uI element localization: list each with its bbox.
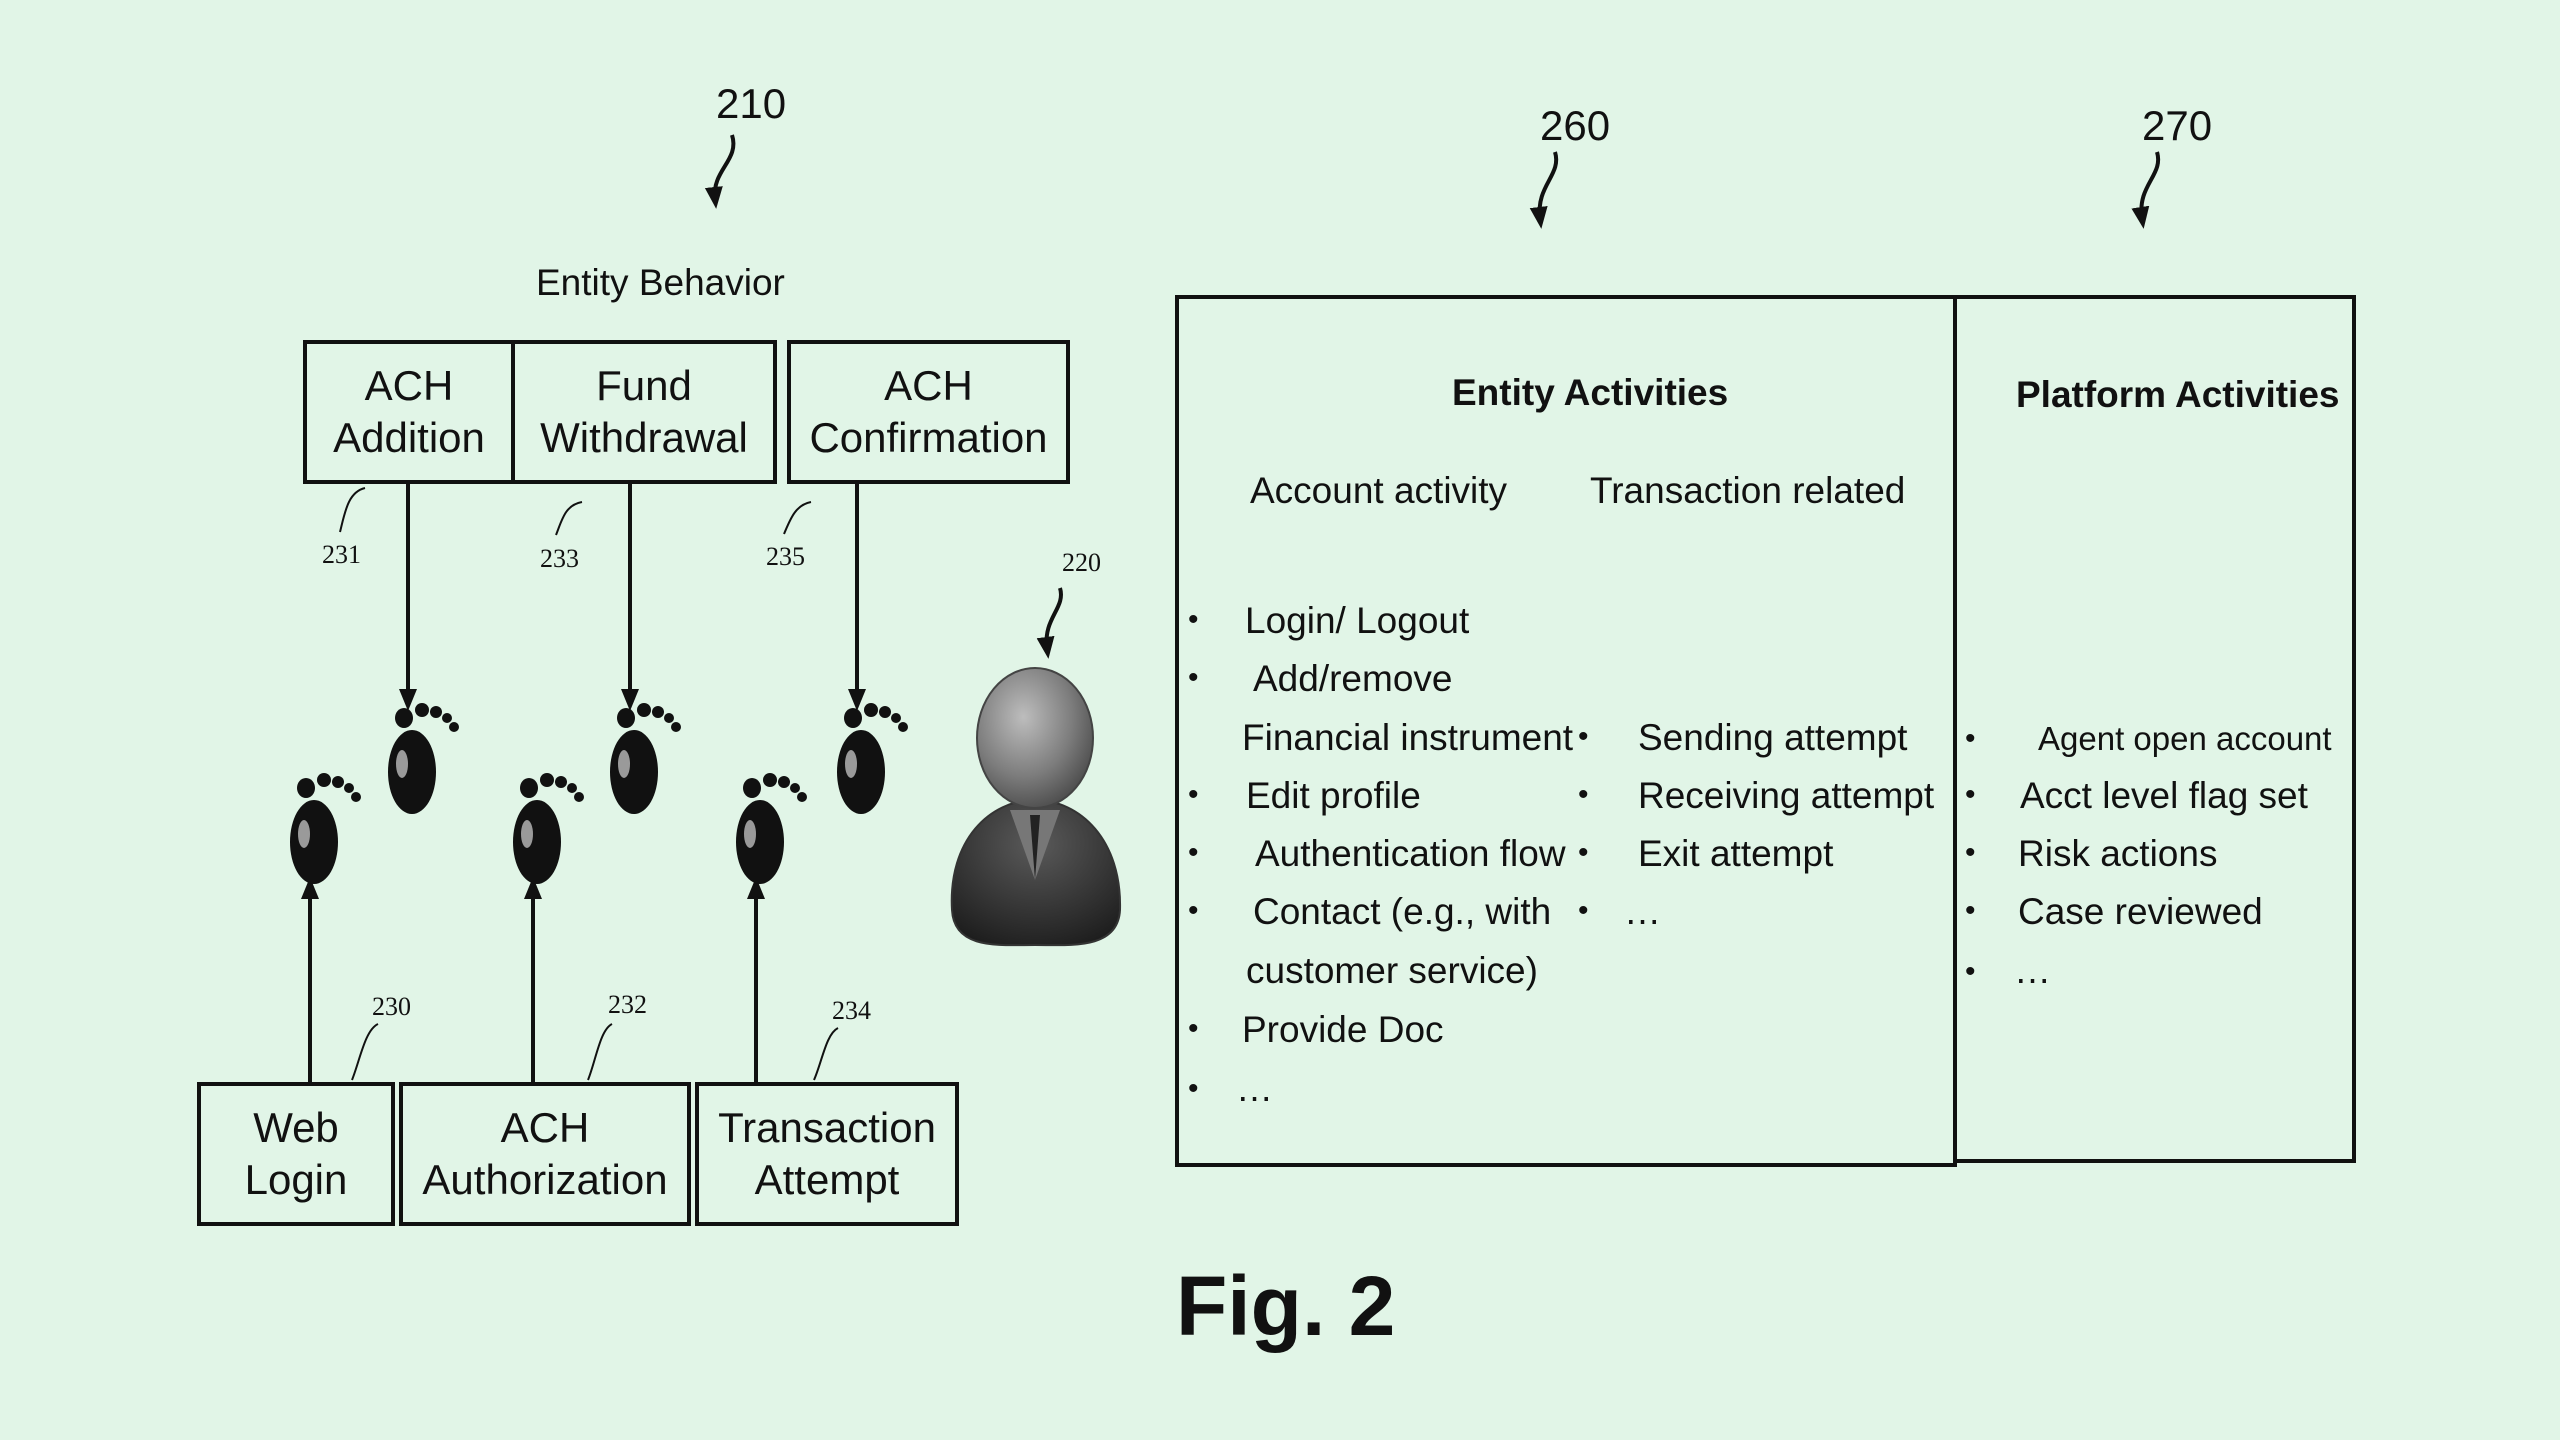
transaction-attempt-line2: Attempt — [754, 1156, 900, 1203]
ach-addition-line2: Addition — [333, 414, 485, 461]
leader-233 — [555, 501, 583, 536]
bullet: • — [1188, 1072, 1199, 1105]
list-item: Agent open account — [2038, 720, 2332, 757]
ach-authorization-line1: ACH — [500, 1104, 590, 1151]
fund-withdrawal-line1: Fund — [596, 362, 692, 409]
list-item: Provide Doc — [1242, 1009, 1444, 1050]
bullet: • — [1188, 603, 1199, 636]
ach-confirmation-line2: Confirmation — [809, 414, 1048, 461]
bullet: • — [1965, 955, 1976, 988]
ach-addition-box: ACH Addition — [303, 340, 515, 484]
account-activity-header: Account activity — [1250, 470, 1508, 511]
bullet: • — [1188, 661, 1199, 694]
transaction-related-header: Transaction related — [1590, 470, 1906, 511]
ref-235: 235 — [766, 542, 805, 571]
bullet: • — [1965, 778, 1976, 811]
ach-authorization-line2: Authorization — [422, 1156, 668, 1203]
footprint-icon-1 — [388, 703, 459, 814]
leader-234 — [813, 1027, 839, 1081]
list-item: Acct level flag set — [2020, 775, 2308, 816]
ref-arrow-270 — [2131, 151, 2161, 229]
bullet: • — [1578, 778, 1589, 811]
bullet: • — [1188, 778, 1199, 811]
ach-authorization-box: ACH Authorization — [399, 1082, 691, 1226]
ref-260: 260 — [1540, 102, 1611, 149]
ref-231: 231 — [322, 540, 361, 569]
list-item: customer service) — [1246, 950, 1538, 991]
list-item: Sending attempt — [1638, 717, 1908, 758]
leader-230 — [351, 1023, 379, 1081]
ref-arrow-220 — [1036, 587, 1063, 659]
ref-234: 234 — [832, 996, 871, 1025]
footprint-icon-3 — [837, 703, 908, 814]
bullet: • — [1965, 894, 1976, 927]
bullet: • — [1188, 1012, 1199, 1045]
ref-233: 233 — [540, 544, 579, 573]
figure-label: Fig. 2 — [1176, 1259, 1396, 1353]
list-item: … — [2014, 950, 2051, 991]
footprint-icon-5 — [513, 773, 584, 884]
list-item: Edit profile — [1246, 775, 1421, 816]
ref-220: 220 — [1062, 548, 1101, 577]
bullet: • — [1578, 720, 1589, 753]
bullet: • — [1578, 894, 1589, 927]
bullet: • — [1188, 894, 1199, 927]
footprint-icon-4 — [290, 773, 361, 884]
web-login-line2: Login — [244, 1156, 348, 1203]
ref-232: 232 — [608, 990, 647, 1019]
list-item: … — [1624, 891, 1661, 932]
fund-withdrawal-line2: Withdrawal — [540, 414, 748, 461]
bullet: • — [1578, 836, 1589, 869]
ref-270: 270 — [2142, 102, 2213, 149]
footprint-icon-2 — [610, 703, 681, 814]
ach-confirmation-box: ACH Confirmation — [787, 340, 1070, 484]
list-item: Authentication flow — [1255, 833, 1566, 874]
transaction-attempt-line1: Transaction — [718, 1104, 936, 1151]
entity-behavior-caption: Entity Behavior — [536, 262, 785, 303]
bullet: • — [1965, 836, 1976, 869]
person-icon — [950, 667, 1122, 947]
leader-232 — [587, 1023, 613, 1081]
list-item: Contact (e.g., with — [1253, 891, 1552, 932]
leader-231 — [339, 487, 366, 533]
web-login-line1: Web — [253, 1104, 339, 1151]
platform-activities-title: Platform Activities — [2016, 374, 2340, 415]
ach-confirmation-line1: ACH — [884, 362, 973, 409]
list-item: Receiving attempt — [1638, 775, 1935, 816]
ref-arrow-210 — [704, 134, 736, 209]
list-item: Risk actions — [2018, 833, 2218, 874]
ref-230: 230 — [372, 992, 411, 1021]
bullet: • — [1188, 836, 1199, 869]
ach-addition-line1: ACH — [364, 362, 454, 409]
list-item: Financial instrument — [1242, 717, 1574, 758]
ref-arrow-260 — [1529, 151, 1559, 229]
list-item: … — [1236, 1068, 1273, 1109]
list-item: Case reviewed — [2018, 891, 2263, 932]
leader-235 — [783, 501, 812, 535]
platform-activities-panel — [1953, 295, 2356, 1163]
bullet: • — [1965, 722, 1976, 755]
list-item: Exit attempt — [1638, 833, 1834, 874]
list-item: Add/remove — [1253, 658, 1453, 699]
footprint-icon-6 — [736, 773, 807, 884]
ref-210: 210 — [716, 80, 787, 127]
list-item: Login/ Logout — [1245, 600, 1470, 641]
entity-activities-title: Entity Activities — [1452, 372, 1729, 413]
